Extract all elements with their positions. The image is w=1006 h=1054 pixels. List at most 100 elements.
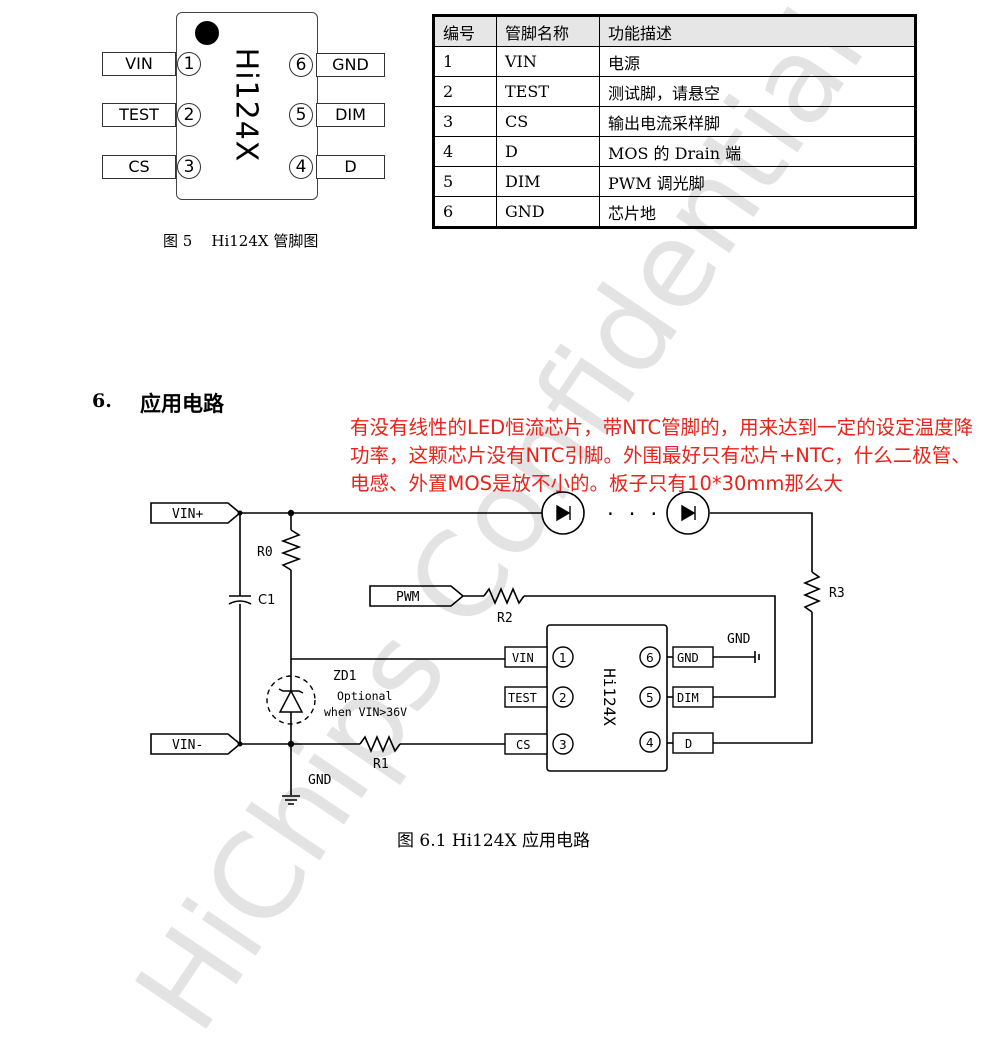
circuit-pin-num-2: 2 — [559, 691, 567, 705]
table-cell: D — [496, 136, 600, 167]
pin-number-3: 3 — [177, 155, 201, 179]
table-cell: 5 — [433, 166, 497, 197]
circuit-pin-box-test — [504, 686, 548, 708]
circuit-pin-box-gnd — [672, 646, 714, 668]
resistor-r2 — [483, 586, 525, 606]
r3-label: R3 — [829, 586, 845, 601]
port-vin-minus-label: VIN- — [172, 738, 203, 753]
led-left-diode-icon — [556, 504, 571, 522]
gnd-right-label: GND — [727, 632, 751, 647]
circuit-pin-circle-4 — [639, 731, 661, 753]
circuit-pin-circle-6 — [639, 646, 661, 668]
section-number: 6. — [92, 390, 112, 412]
junction-dot — [237, 510, 243, 516]
circuit-pin-name-gnd: GND — [677, 651, 699, 665]
red-annotation-comment: 有没有线性的LED恒流芯片，带NTC管脚的，用来达到一定的设定温度降功率，这颗芯… — [350, 416, 974, 495]
port-vin-minus-shape — [150, 733, 242, 755]
gnd-left-label: GND — [308, 773, 332, 788]
port-vin-plus-shape — [150, 502, 242, 524]
capacitor-c1-bottom-plate — [228, 600, 252, 605]
pin-number-1: 1 — [177, 52, 201, 76]
table-cell: MOS 的 Drain 端 — [599, 136, 916, 167]
table-cell: 电源 — [599, 46, 916, 77]
ground-right-icon — [754, 651, 760, 663]
table-cell: 6 — [433, 196, 497, 228]
table-cell: DIM — [496, 166, 600, 197]
circuit-pin-box-d — [672, 732, 714, 754]
pin-number-5: 5 — [289, 103, 313, 127]
application-circuit: VIN+ VIN- PWM R0 C1 R1 R2 R3 ZD1 Optiona… — [150, 491, 845, 805]
port-vin-plus-label: VIN+ — [172, 507, 203, 522]
port-pwm-label: PWM — [396, 590, 420, 605]
led-string-dots: · · · — [605, 504, 659, 525]
r0-label: R0 — [257, 545, 273, 560]
circuit-pin-name-dim: DIM — [677, 691, 699, 705]
figure6-caption: 图 6.1 Hi124X 应用电路 — [397, 831, 591, 851]
circuit-pin-circle-5 — [639, 686, 661, 708]
circuit-pin-name-d: D — [685, 737, 692, 751]
circuit-pin-box-vin — [504, 646, 548, 668]
zener-zd1-bar — [278, 688, 304, 694]
table-cell: 1 — [433, 46, 497, 77]
led-right-circle — [666, 491, 710, 535]
junction-dot — [287, 509, 295, 517]
c1-label: C1 — [258, 593, 275, 608]
table-cell: 芯片地 — [599, 196, 916, 228]
pin-number-6: 6 — [289, 53, 313, 77]
circuit-pin-name-cs: CS — [516, 738, 530, 752]
table-header-cell: 编号 — [433, 15, 497, 47]
circuit-pin-num-6: 6 — [646, 651, 654, 665]
pin-label-cs: CS — [102, 155, 176, 179]
pin-label-gnd: GND — [316, 53, 385, 77]
circuit-pin-circle-1 — [552, 646, 574, 668]
circuit-pin-num-3: 3 — [559, 738, 567, 752]
circuit-pin-circle-2 — [552, 686, 574, 708]
junction-dot — [287, 740, 295, 748]
circuit-chip-name: Hi124X — [600, 668, 619, 726]
pin-number-2: 2 — [177, 103, 201, 127]
wire-r2-to-dim — [524, 595, 776, 698]
resistor-r1 — [359, 734, 401, 754]
zd1-note-condition: when VIN>36V — [324, 705, 407, 719]
pin-label-d: D — [316, 155, 385, 179]
section-title: 应用电路 — [140, 391, 224, 416]
table-cell: TEST — [496, 76, 600, 107]
circuit-pin-num-5: 5 — [646, 691, 654, 705]
wire-led-right — [710, 512, 813, 572]
resistor-r3 — [802, 571, 822, 613]
r2-label: R2 — [497, 611, 513, 626]
circuit-pin-circle-3 — [552, 733, 574, 755]
table-header-cell: 管脚名称 — [496, 15, 600, 47]
circuit-pin-box-dim — [672, 686, 714, 708]
table-header-cell: 功能描述 — [599, 15, 916, 47]
pin-label-test: TEST — [102, 103, 176, 127]
pin-number-4: 4 — [289, 155, 313, 179]
pin-label-dim: DIM — [316, 103, 385, 127]
circuit-pin-name-test: TEST — [508, 691, 537, 705]
ground-left-icon — [282, 795, 300, 805]
led-left-circle — [541, 491, 585, 535]
r1-label: R1 — [373, 757, 389, 772]
circuit-pin-name-vin: VIN — [512, 651, 534, 665]
circuit-pin-num-4: 4 — [646, 736, 654, 750]
table-cell: 3 — [433, 106, 497, 137]
table-cell: GND — [496, 196, 600, 228]
resistor-r0 — [280, 529, 302, 571]
port-pwm-shape — [369, 585, 465, 607]
pin-label-vin: VIN — [102, 52, 176, 76]
circuit-pin-num-1: 1 — [559, 651, 567, 665]
table-cell: 测试脚，请悬空 — [599, 76, 916, 107]
junction-dot — [237, 741, 243, 747]
zd1-label: ZD1 — [333, 669, 356, 684]
led-right-diode-icon — [681, 504, 696, 522]
zener-zd1-icon — [278, 689, 304, 713]
table-header-row: 编号 管脚名称 功能描述 — [433, 15, 916, 47]
table-cell: 输出电流采样脚 — [599, 106, 916, 137]
wire-r3-to-d — [713, 612, 813, 744]
